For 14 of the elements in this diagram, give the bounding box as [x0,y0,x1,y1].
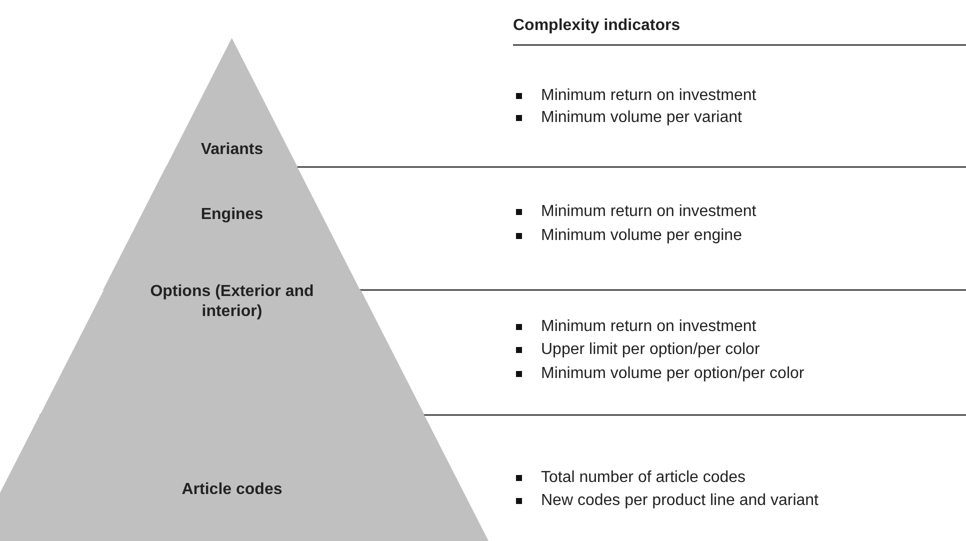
indicator-text: Minimum volume per variant [541,108,742,128]
indicator-text: Upper limit per option/per color [541,340,760,360]
indicator-text: Minimum return on investment [541,202,756,222]
column-heading: Complexity indicators [513,17,680,35]
indicator-text: Minimum volume per option/per color [541,364,804,384]
indicator-text: New codes per product line and variant [541,491,818,511]
level-label: Engines [200,205,264,225]
indicator-text: Total number of article codes [541,468,746,488]
indicator-text: Minimum return on investment [541,86,756,106]
indicator-text: Minimum return on investment [541,317,756,337]
level-label: Article codes [180,480,284,500]
level-label: Options (Exterior and interior) [149,282,315,322]
level-label: Variants [200,140,264,160]
indicator-text: Minimum volume per engine [541,226,742,246]
